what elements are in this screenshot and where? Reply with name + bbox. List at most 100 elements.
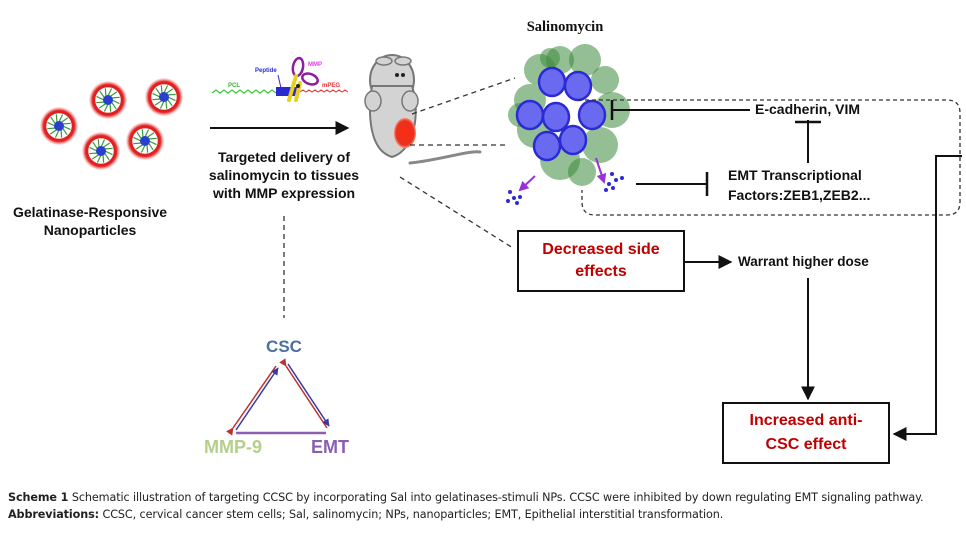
salinomycin-dot (611, 186, 615, 190)
pathway-to-increased-connector (892, 155, 962, 441)
nanoparticle-arm (100, 139, 106, 148)
nanoparticle-arm (104, 147, 113, 150)
nanoparticle-ring (129, 125, 161, 157)
delivery-label-line1: Targeted delivery of (217, 149, 350, 165)
nanoparticle-core (159, 92, 169, 102)
nanoparticle-arm (166, 98, 173, 107)
nanoparticle-ring (92, 84, 124, 116)
decreased-box-line2: effects (575, 263, 627, 280)
nanoparticle-arm (58, 114, 64, 123)
nanoparticle-arm (159, 100, 165, 109)
nanoparticle-arm (89, 146, 98, 152)
caption-abbrev-text: CCSC, cervical cancer stem cells; Sal, s… (99, 508, 724, 521)
cancer-cell (577, 99, 607, 131)
cancer-cell (563, 70, 593, 102)
nanoparticle-arm (104, 88, 107, 97)
mouse-icon (364, 54, 482, 165)
delivery-label-line2: salinomycin to tissues (208, 167, 360, 183)
salinomycin-label: Salinomycin (526, 19, 604, 35)
mpeg-label: mPEG (322, 83, 340, 89)
cancer-cell (537, 66, 567, 98)
triangle-edge-right-a (279, 358, 328, 429)
mmp-label: MMP (308, 62, 322, 68)
nanoparticle-arm (47, 127, 56, 130)
nanoparticle-arm (92, 141, 99, 150)
nanoparticle-arm (60, 129, 63, 138)
nanoparticle-arm (133, 142, 142, 145)
nanoparticle-arm (91, 153, 100, 160)
pathway-dashed-box (578, 99, 961, 216)
nanoparticles-label-line1: Gelatinase-Responsive (12, 204, 168, 220)
salinomycin-dot (604, 188, 608, 192)
release-arrow-icon (595, 157, 607, 184)
cancer-cell (558, 124, 588, 156)
stroma-blob (568, 158, 596, 186)
nanoparticle-arm (135, 143, 144, 150)
mpeg-chain (299, 89, 349, 93)
nanoparticle-arm (49, 128, 58, 135)
caption-scheme-text: Schematic illustration of targeting CCSC… (68, 491, 924, 504)
caption-abbrev-label: Abbreviations: (8, 508, 100, 521)
nanoparticle-arm (103, 152, 110, 161)
cancer-cell (532, 130, 562, 162)
nanoparticle-arm (109, 103, 112, 112)
nanoparticle-arm (148, 140, 157, 146)
nanoparticle-arm (62, 122, 71, 125)
nanoparticle-arm (109, 91, 118, 98)
nanoparticle-arm (144, 129, 150, 138)
nanoparticles-label: Gelatinase-Responsive Nanoparticles (0, 204, 180, 239)
nanoparticles-group (40, 78, 183, 170)
stroma-blob (582, 127, 618, 163)
triangle-edge-left-b (235, 367, 279, 431)
nanoparticle-arm (107, 88, 113, 97)
nanoparticle-arm (97, 139, 100, 148)
polymer-construct (211, 56, 349, 102)
nanoparticle-arm (147, 142, 154, 151)
delivery-label-line3: with MMP expression (212, 185, 356, 201)
nanoparticle-icon (89, 81, 127, 119)
nanoparticle-arm (146, 132, 155, 139)
nanoparticle-arm (55, 114, 58, 123)
increased-box-line1: Increased anti- (749, 412, 863, 429)
salinomycin-dot (508, 190, 512, 194)
nanoparticle-arm (111, 99, 120, 105)
nanoparticle-arm (60, 117, 69, 124)
nanoparticle-arm (155, 87, 162, 96)
tumor-cell-cluster (506, 44, 630, 205)
stroma-blob (569, 44, 601, 76)
nanoparticle-arm (136, 131, 143, 140)
decreased-side-effects-box: Decreased side effects (517, 230, 685, 292)
nanoparticle-arm (167, 96, 176, 102)
nanoparticles-label-line2: Nanoparticles (43, 221, 137, 238)
tumor-icon (394, 118, 416, 148)
nanoparticle-arm (89, 152, 98, 155)
salinomycin-dot (515, 201, 519, 205)
nanoparticle-core (140, 136, 150, 146)
nanoparticle-arm (165, 88, 174, 95)
salinomycin-dot (518, 195, 522, 199)
warrant-higher-dose-label: Warrant higher dose (738, 254, 869, 269)
nanoparticle-arm (96, 154, 102, 163)
caption-abbrev-line: Abbreviations: CCSC, cervical cancer ste… (8, 506, 963, 523)
cancer-cell (515, 99, 545, 131)
triangle-csc-label: CSC (266, 337, 302, 356)
nanoparticle-arm (62, 125, 71, 131)
scissors-icon (287, 56, 319, 102)
figure-caption: Scheme 1 Schematic illustration of targe… (8, 489, 963, 523)
stroma-blob (540, 48, 560, 68)
nanoparticle-arm (102, 154, 105, 163)
pcl-chain (211, 89, 277, 94)
nanoparticle-arm (103, 103, 109, 112)
nanoparticle-arm (47, 121, 56, 127)
peptide-label: Peptide (255, 68, 277, 74)
nanoparticle-arm (54, 129, 60, 138)
delivery-label: Targeted delivery of salinomycin to tiss… (188, 148, 380, 202)
salinomycin-dot (614, 178, 618, 182)
salinomycin-dot (512, 196, 516, 200)
salinomycin-dot (607, 182, 611, 186)
nanoparticle-arm (96, 101, 105, 104)
nanoparticle-arm (104, 150, 113, 156)
peptide-pointer (277, 74, 282, 89)
nanoparticle-arm (61, 127, 68, 136)
